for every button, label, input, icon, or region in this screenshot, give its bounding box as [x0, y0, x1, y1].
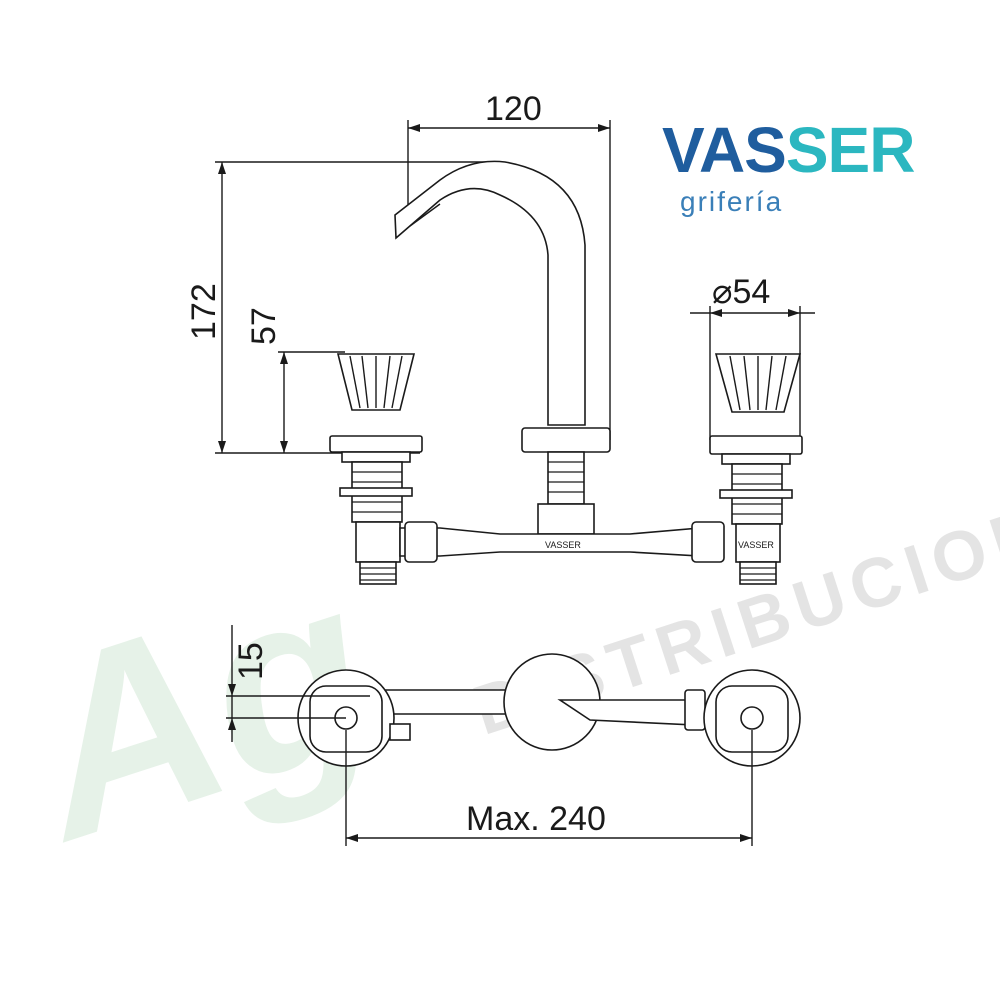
body-mark-right: VASSER: [738, 540, 774, 550]
dim-height-total-label: 172: [185, 283, 223, 340]
left-handle: [329, 353, 423, 585]
right-handle: VASSER: [709, 353, 803, 585]
dimension-max-spacing: Max. 240: [345, 730, 753, 846]
dim-depth-label: 15: [232, 642, 270, 680]
body-mark: VASSER: [545, 540, 581, 550]
dimension-depth: 15: [226, 625, 370, 742]
brand-tagline: grifería: [680, 186, 784, 217]
dim-height-handle-label: 57: [245, 307, 283, 345]
dimension-diameter-handle: ⌀54: [690, 273, 815, 440]
center-body: VASSER: [399, 451, 725, 563]
top-view: [297, 653, 801, 767]
brand-name-part1: VAS: [662, 114, 787, 186]
dim-width-spout-label: 120: [485, 90, 542, 128]
spout: [394, 160, 611, 453]
dim-diameter-handle-label: ⌀54: [712, 273, 770, 311]
dim-max-spacing-label: Max. 240: [466, 800, 606, 838]
brand-logo: VASSER: [662, 118, 915, 182]
dimension-width-spout: 120: [407, 90, 611, 440]
brand-name-part2: SER: [785, 114, 916, 186]
dimension-height-total: 172: [185, 161, 500, 454]
dimension-height-handle: 57: [245, 307, 345, 453]
